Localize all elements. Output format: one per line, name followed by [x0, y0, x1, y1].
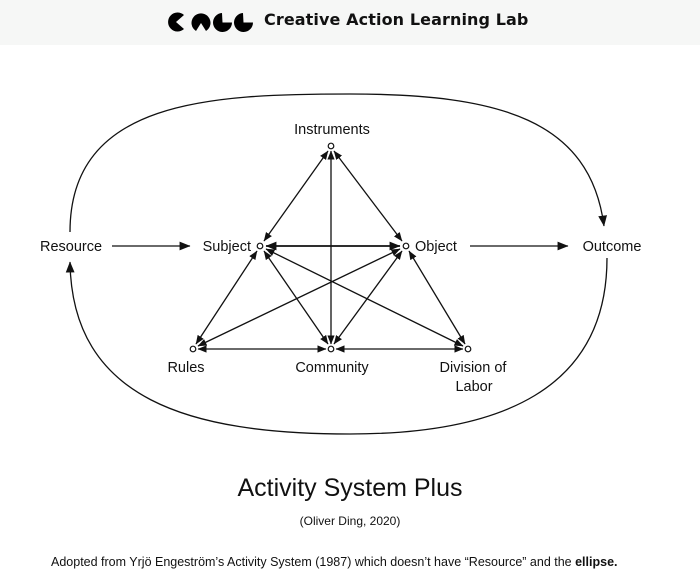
label-instruments: Instruments	[294, 122, 370, 138]
label-division-line1: Division of	[440, 360, 508, 376]
node-community-dot	[327, 345, 335, 353]
footnote: Adopted from Yrjö Engeström’s Activity S…	[51, 555, 618, 569]
node-object-dot	[402, 242, 410, 250]
node-rules-dot	[189, 345, 197, 353]
edge-object-division	[408, 250, 466, 345]
label-object: Object	[415, 239, 457, 255]
activity-system-diagram: Instruments Subject Object Resource Outc…	[40, 93, 642, 435]
header-bar: Creative Action Learning Lab	[0, 0, 700, 45]
footnote-emphasis: ellipse.	[575, 555, 618, 569]
ellipse-bottom-arc	[65, 257, 608, 435]
label-community: Community	[295, 360, 369, 376]
node-instruments-dot	[327, 142, 335, 150]
label-rules: Rules	[167, 360, 204, 376]
label-resource: Resource	[40, 239, 102, 255]
label-outcome: Outcome	[583, 239, 642, 255]
footnote-text: Adopted from Yrjö Engeström’s Activity S…	[51, 555, 572, 569]
node-division-dot	[464, 345, 472, 353]
edge-object-instruments	[333, 150, 403, 242]
label-division-line2: Labor	[455, 379, 492, 395]
edge-subject-rules	[195, 250, 258, 345]
brand-name: Creative Action Learning Lab	[264, 10, 529, 29]
edge-object-rules	[197, 248, 401, 347]
diagram-subtitle: (Oliver Ding, 2020)	[299, 514, 401, 528]
node-subject-dot	[256, 242, 264, 250]
call-logo-icon	[168, 12, 253, 32]
edge-object-community	[333, 250, 403, 345]
diagram-title: Activity System Plus	[237, 474, 463, 502]
edge-subject-instruments	[263, 150, 329, 242]
ellipse-top-arc	[69, 93, 607, 233]
label-subject: Subject	[203, 239, 251, 255]
edge-subject-community	[263, 250, 329, 345]
